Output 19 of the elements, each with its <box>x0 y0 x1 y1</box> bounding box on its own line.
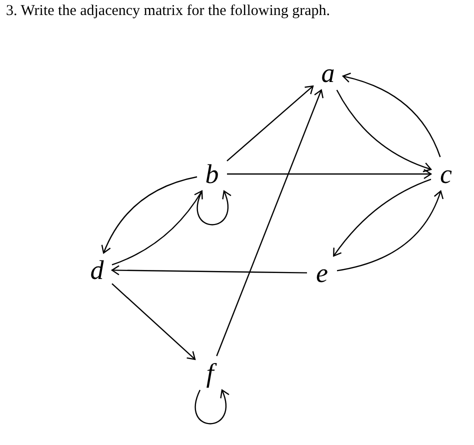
arrow <box>111 265 307 276</box>
vertex-label: e <box>316 260 328 286</box>
arrow <box>342 72 441 158</box>
arrow <box>112 190 203 266</box>
vertex-label: d <box>90 256 104 284</box>
self-loop-arrow <box>194 389 230 424</box>
vertex-label: c <box>440 160 452 188</box>
arrow <box>336 90 432 172</box>
vertex-label: a <box>321 60 335 86</box>
vertex-label: b <box>205 160 219 188</box>
self-loop-arrow <box>196 190 232 226</box>
arrow <box>336 190 444 272</box>
arrow <box>227 168 432 180</box>
question-text: 3. Write the adjacency matrix for the following graph. <box>6 3 330 20</box>
arrow <box>112 283 196 360</box>
arrow <box>102 176 198 254</box>
arrow <box>216 89 324 356</box>
arrow <box>333 178 432 257</box>
arrow <box>226 85 314 162</box>
